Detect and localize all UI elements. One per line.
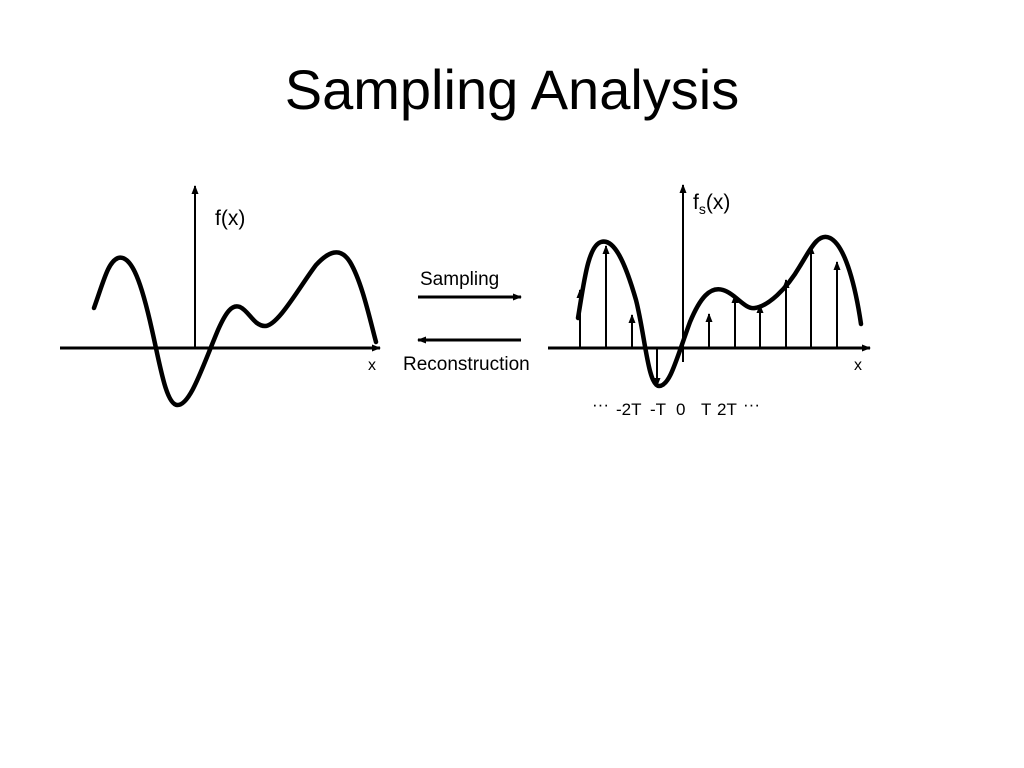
tick-ellipsis-right: ···	[743, 395, 760, 414]
right-y-label-subscript: s	[698, 201, 706, 217]
sampling-label: Sampling	[420, 269, 500, 290]
tick-minus-2t: -2T	[616, 400, 642, 419]
right-y-axis-label: fs(x)	[693, 191, 731, 216]
right-y-label-base: f	[693, 191, 699, 214]
sampled-signal-plot	[548, 184, 871, 389]
left-y-axis-label: f(x)	[215, 207, 246, 230]
tick-zero: 0	[676, 400, 686, 419]
tick-2t: 2T	[717, 400, 737, 419]
continuous-signal-plot	[60, 185, 381, 408]
slide-title: Sampling Analysis	[284, 58, 740, 121]
tick-minus-t: -T	[650, 400, 667, 419]
reconstruction-label: Reconstruction	[403, 354, 530, 375]
continuous-signal-curve	[91, 250, 379, 408]
tick-t: T	[701, 400, 712, 419]
right-x-axis-label: x	[854, 357, 862, 374]
right-y-label-arg: (x)	[705, 191, 731, 214]
transform-arrows	[417, 293, 522, 344]
left-x-axis-label: x	[368, 357, 376, 374]
tick-ellipsis-left: ···	[592, 395, 609, 414]
sampled-envelope-curve	[575, 234, 864, 389]
